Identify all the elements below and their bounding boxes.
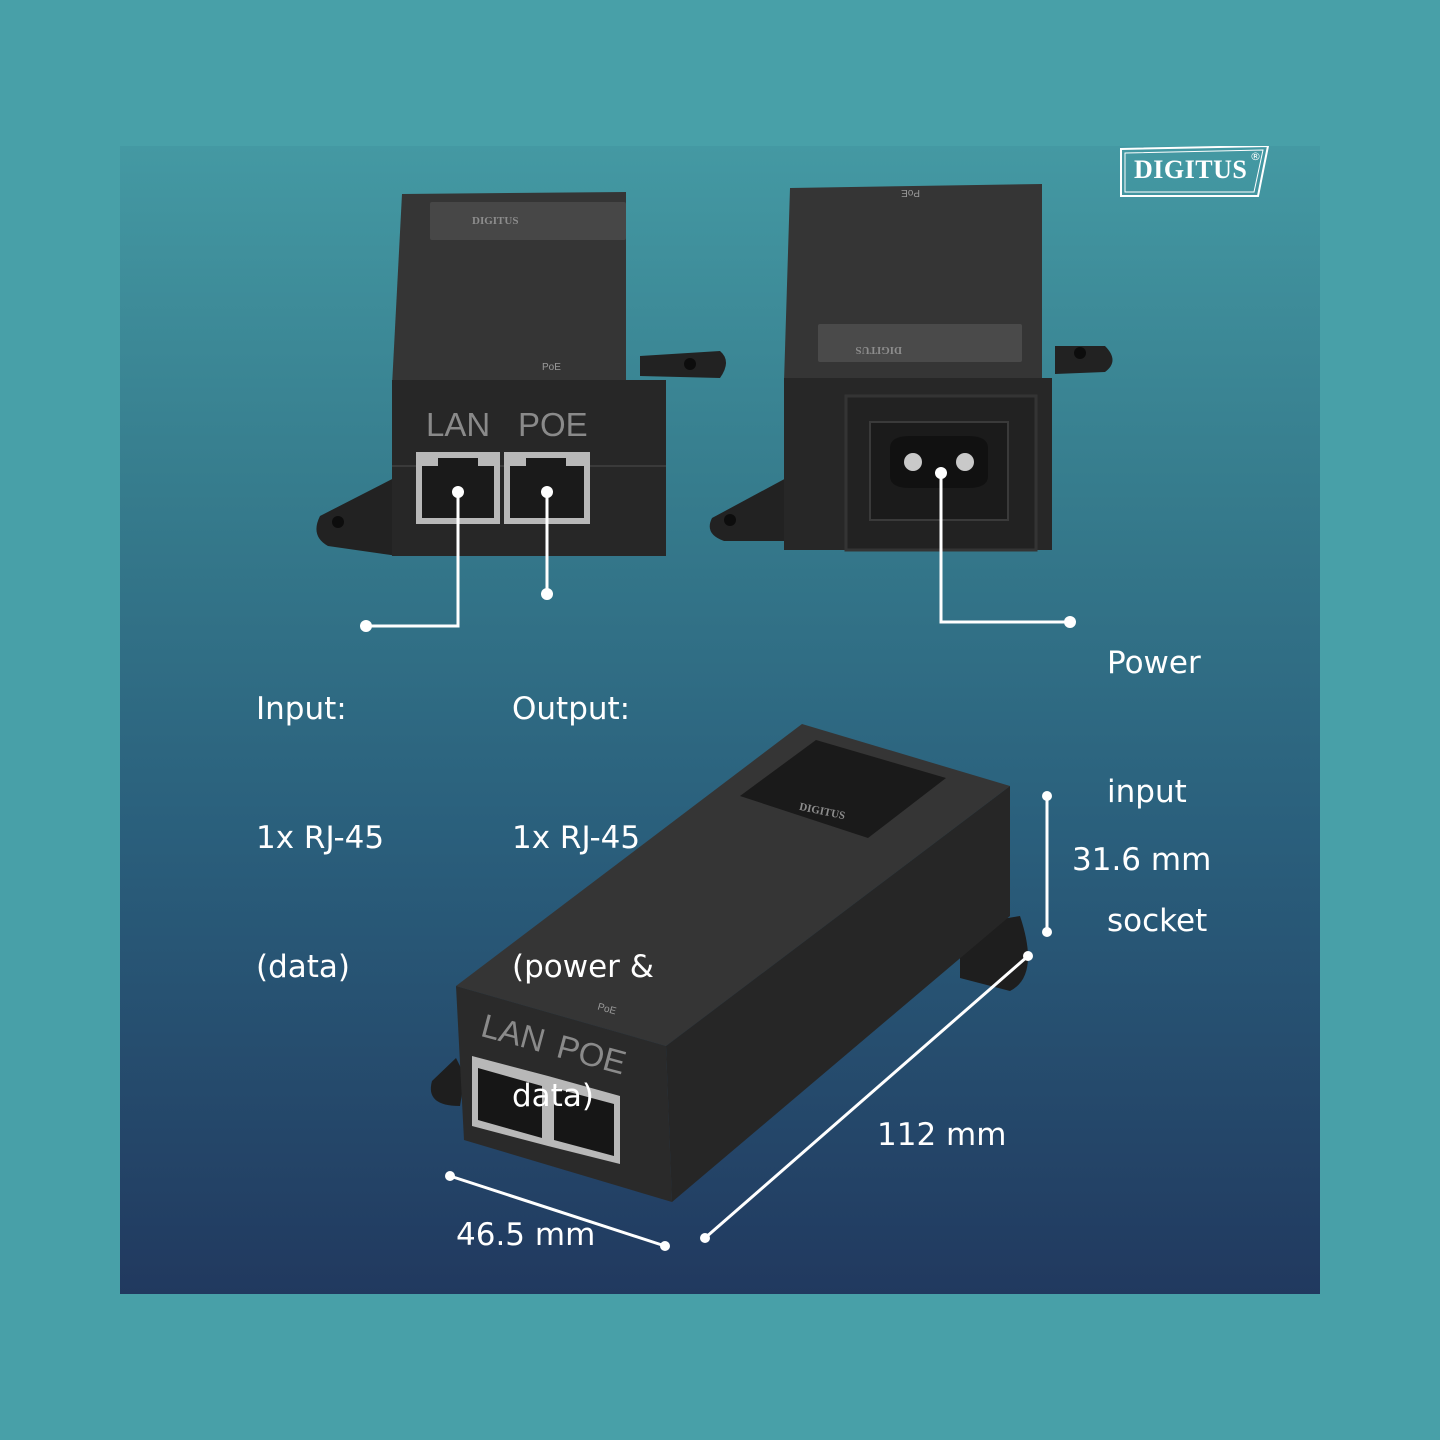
output-callout-line-1: Output: [512, 691, 631, 727]
front-mount-tab-left [316, 476, 398, 556]
brand-logo-text: DIGITUS [1134, 155, 1248, 184]
power-callout-line-1: Power [1107, 645, 1201, 681]
width-dimension-label: 46.5 mm [456, 1217, 596, 1253]
output-callout-line-4: data) [512, 1078, 594, 1114]
device-perspective-view: DIGITUS PoE LAN POE [430, 724, 1028, 1202]
power-callout-line-2: input [1107, 774, 1187, 810]
input-callout-line [366, 492, 460, 628]
callout-lines [366, 473, 1070, 1248]
persp-poe-port [548, 1076, 620, 1164]
brand-badge-frame [1120, 146, 1270, 197]
registered-mark: ® [1250, 150, 1261, 163]
rear-mount-tab-left [709, 476, 790, 541]
rear-poe-mark: PoE [901, 187, 920, 198]
device-front-view: DIGITUS PoE LAN POE [316, 192, 726, 556]
persp-mount-tab-left [430, 1058, 465, 1106]
device-illustrations: DIGITUS PoE LAN POE PoE [316, 184, 1113, 1251]
device-rear-view: PoE DIGITUS [709, 184, 1113, 552]
output-callout-line-3: (power & [512, 949, 654, 985]
front-mount-tab-right [640, 351, 726, 378]
input-callout-line-2: 1x RJ-45 [256, 820, 385, 856]
length-dimension-label: 112 mm [877, 1117, 1007, 1153]
power-callout: Power input socket [1107, 556, 1207, 1029]
input-callout-line-3: (data) [256, 949, 351, 985]
input-callout-line-1: Input: [256, 691, 347, 727]
width-dimension-line [449, 1174, 666, 1248]
output-callout: Output: 1x RJ-45 (power & data) [512, 602, 654, 1204]
product-panel: DIGITUS ® DIGITUS PoE LAN POE [120, 146, 1320, 1294]
persp-lan-port [472, 1056, 548, 1146]
input-callout: Input: 1x RJ-45 (data) [256, 602, 384, 1075]
brand-logo: DIGITUS ® [1120, 146, 1270, 198]
power-callout-line-3: socket [1107, 903, 1208, 939]
height-dimension-label: 31.6 mm [1072, 842, 1212, 878]
power-callout-line [939, 473, 1070, 624]
rear-mount-tab-right [1055, 346, 1113, 374]
output-callout-line-2: 1x RJ-45 [512, 820, 641, 856]
front-poe-mark: PoE [542, 362, 561, 373]
front-top-surface [392, 192, 626, 386]
front-label-plate [430, 202, 626, 240]
front-poe-label: POE [518, 406, 588, 443]
callout-dots [360, 467, 1076, 1251]
rear-label-plate [818, 324, 1022, 362]
persp-label-plate [740, 740, 946, 838]
front-lan-label: LAN [426, 406, 490, 443]
front-embossed-logo: DIGITUS [472, 215, 518, 227]
length-dimension-line [704, 954, 1029, 1240]
persp-side-surface [666, 786, 1010, 1202]
rear-embossed-logo: DIGITUS [856, 344, 902, 356]
persp-poe-mark: PoE [596, 1002, 618, 1018]
